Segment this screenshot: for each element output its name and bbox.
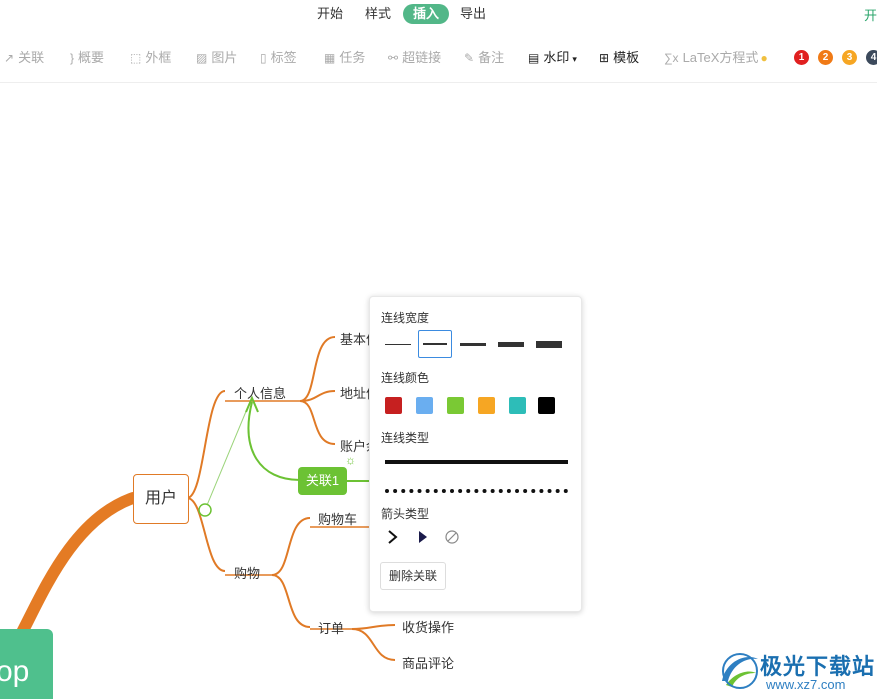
priority-4-icon[interactable]: 4 [866, 50, 877, 65]
node-cart[interactable]: 购物车 [318, 512, 358, 527]
line-width-5[interactable] [532, 330, 566, 358]
arrow-filled-icon[interactable] [416, 529, 430, 548]
priority-3-icon[interactable]: 3 [842, 50, 857, 65]
line-width-3[interactable] [456, 330, 490, 358]
branch-order [271, 574, 311, 628]
toolbar-image[interactable]: ▨图片 [196, 48, 237, 68]
node-receive[interactable]: 收货操作 [402, 620, 455, 635]
coin-icon: ● [760, 51, 768, 65]
node-personal-info[interactable]: 个人信息 [234, 386, 287, 401]
toolbar-note[interactable]: ✎备注 [464, 48, 504, 68]
node-order[interactable]: 订单 [318, 621, 345, 636]
node-user[interactable]: 用户 [133, 474, 189, 524]
branch-cart [271, 517, 311, 576]
arrow-none-icon[interactable] [444, 529, 460, 548]
image-icon: ▨ [196, 51, 208, 65]
line-type-solid[interactable] [385, 460, 568, 464]
caret-down-icon: ▾ [572, 54, 577, 64]
link-icon: ⚯ [388, 51, 399, 65]
toolbar-watermark[interactable]: ▤水印▾ [528, 48, 581, 68]
app-node[interactable]: op [0, 629, 53, 699]
menu-right-text[interactable]: 开 [863, 8, 877, 23]
priority-2-icon[interactable]: 2 [818, 50, 833, 65]
branch-review [351, 628, 396, 661]
line-type-title: 连线类型 [381, 431, 430, 445]
trunk-branch [12, 492, 139, 646]
line-width-title: 连线宽度 [381, 311, 430, 325]
lightbulb-icon: ☼ [345, 453, 356, 467]
tab-start[interactable]: 开始 [317, 6, 344, 21]
watermark-url: www.xz7.com [766, 677, 846, 692]
node-review[interactable]: 商品评论 [402, 656, 455, 671]
line-color-title: 连线颜色 [381, 371, 430, 385]
arrow-open-icon[interactable] [386, 529, 400, 548]
watermark-title: 极光下载站 [760, 654, 876, 679]
aurora-logo-icon [722, 653, 758, 689]
note-icon: ✎ [464, 51, 475, 65]
menu-bar: 开始 样式 插入 导出 开 [0, 0, 877, 30]
line-width-1[interactable] [381, 330, 415, 358]
association-handle[interactable] [198, 503, 212, 517]
line-width-4[interactable] [494, 330, 528, 358]
toolbar-summary[interactable]: }概要 [70, 48, 104, 68]
branch-receive [351, 624, 396, 630]
color-swatch-teal[interactable] [509, 397, 526, 414]
brace-icon: } [70, 51, 75, 65]
branch-personal [186, 390, 226, 499]
line-type-dotted[interactable] [385, 484, 568, 493]
priority-1-icon[interactable]: 1 [794, 50, 809, 65]
calendar-icon: ▦ [324, 51, 336, 65]
delete-association-button[interactable]: 删除关联 [380, 562, 447, 590]
association-line[interactable] [247, 401, 301, 481]
toolbar-tag[interactable]: ▯标签 [260, 48, 297, 68]
toolbar-boundary[interactable]: ⬚外框 [130, 48, 171, 68]
site-watermark: 极光下载站 www.xz7.com [716, 645, 876, 697]
association-arrow-icon [245, 395, 259, 413]
toolbar-template[interactable]: ⊞模板 [599, 48, 639, 68]
branch-basic [299, 336, 336, 402]
sigma-icon: ∑x [664, 51, 679, 65]
toolbar: ↗关联 }概要 ⬚外框 ▨图片 ▯标签 ▦任务 ⚯超链接 ✎备注 ▤水印▾ ⊞模… [0, 36, 877, 83]
color-swatch-green[interactable] [447, 397, 464, 414]
color-swatch-black[interactable] [538, 397, 555, 414]
node-shopping[interactable]: 购物 [234, 566, 261, 581]
association-label[interactable]: 关联1 [298, 467, 347, 495]
tab-export[interactable]: 导出 [460, 6, 487, 21]
bookmark-icon: ▯ [260, 51, 267, 65]
color-swatch-red[interactable] [385, 397, 402, 414]
line-width-2[interactable] [418, 330, 452, 358]
frame-icon: ⬚ [130, 51, 142, 65]
branch-account [299, 400, 336, 445]
arrow-type-title: 箭头类型 [381, 507, 430, 521]
association-guide-line [204, 396, 253, 511]
branch-shopping [186, 497, 226, 572]
toolbar-hyperlink[interactable]: ⚯超链接 [388, 48, 441, 68]
tab-style[interactable]: 样式 [365, 6, 392, 21]
document-icon: ▤ [528, 51, 540, 65]
association-style-panel: 连线宽度 连线颜色 连线类型 箭头类型 删除关联 [369, 296, 582, 612]
toolbar-task[interactable]: ▦任务 [324, 48, 365, 68]
color-swatch-blue[interactable] [416, 397, 433, 414]
arrow-icon: ↗ [4, 51, 15, 65]
color-swatch-orange[interactable] [478, 397, 495, 414]
tab-insert[interactable]: 插入 [403, 4, 450, 24]
toolbar-association[interactable]: ↗关联 [4, 48, 44, 68]
branch-address [299, 390, 336, 402]
template-icon: ⊞ [599, 51, 610, 65]
